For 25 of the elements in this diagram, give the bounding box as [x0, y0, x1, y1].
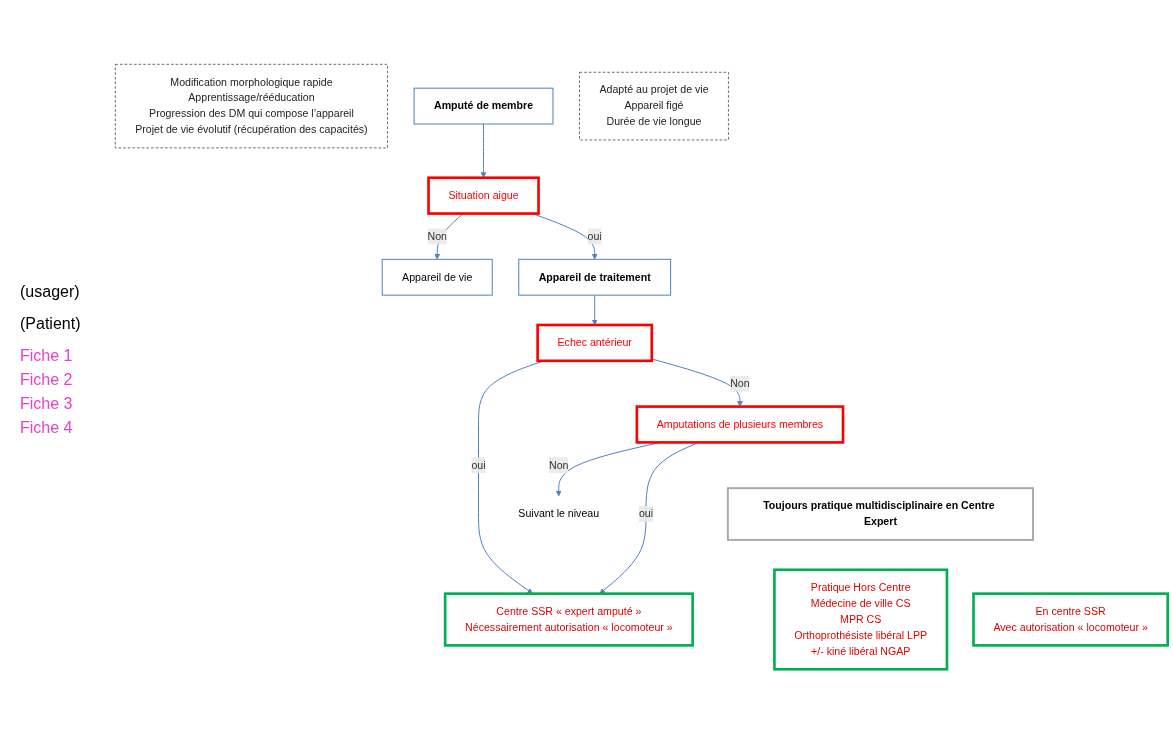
node-box: Centre SSR « expert amputé » Nécessairement autorisation « locomoteur » — [443, 592, 694, 647]
edge-label: oui — [638, 507, 654, 520]
node-box: En centre SSR Avec autorisation « locomoteur » — [972, 592, 1169, 647]
node-box: Echec antérieur — [536, 323, 654, 362]
sheet-reference: Fiche 1 — [20, 346, 74, 366]
node-box: Pratique Hors Centre Médecine de ville CS MPR CS Orthoprothésiste libéral LPP +/- kiné libéral NGAP — [773, 568, 949, 671]
edge-label: Non — [427, 230, 447, 242]
node-box: Amputé de membre — [413, 87, 554, 125]
sheet-reference: Fiche 3 — [20, 394, 74, 414]
edge-label: Non — [730, 377, 750, 389]
sheet-reference: Fiche 2 — [20, 370, 74, 390]
node-box: Adapté au projet de vie Appareil figé Durée de vie longue — [579, 71, 729, 140]
node-box: Appareil de traitement — [518, 258, 672, 296]
node-box: Modification morphologique rapide Apprentissage/rééducation Progression des DM qui compose l’appareil Projet de vie évolutif (récupération des capacités) — [115, 63, 388, 148]
edge-label: oui — [587, 230, 602, 242]
role-note: (Patient) — [20, 314, 82, 334]
node-box: Situation aigue — [427, 176, 540, 215]
edge-label: Non — [548, 459, 569, 471]
node-box: Toujours pratique multidisciplinaire en Centre Expert — [726, 486, 1034, 541]
node-text: Suivant le niveau — [518, 507, 600, 520]
role-note: (usager) — [20, 282, 81, 302]
node-box: Amputations de plusieurs membres — [635, 404, 845, 444]
node-box: Appareil de vie — [381, 258, 493, 296]
edge-label: oui — [471, 459, 486, 471]
sheet-reference: Fiche 4 — [20, 418, 74, 438]
